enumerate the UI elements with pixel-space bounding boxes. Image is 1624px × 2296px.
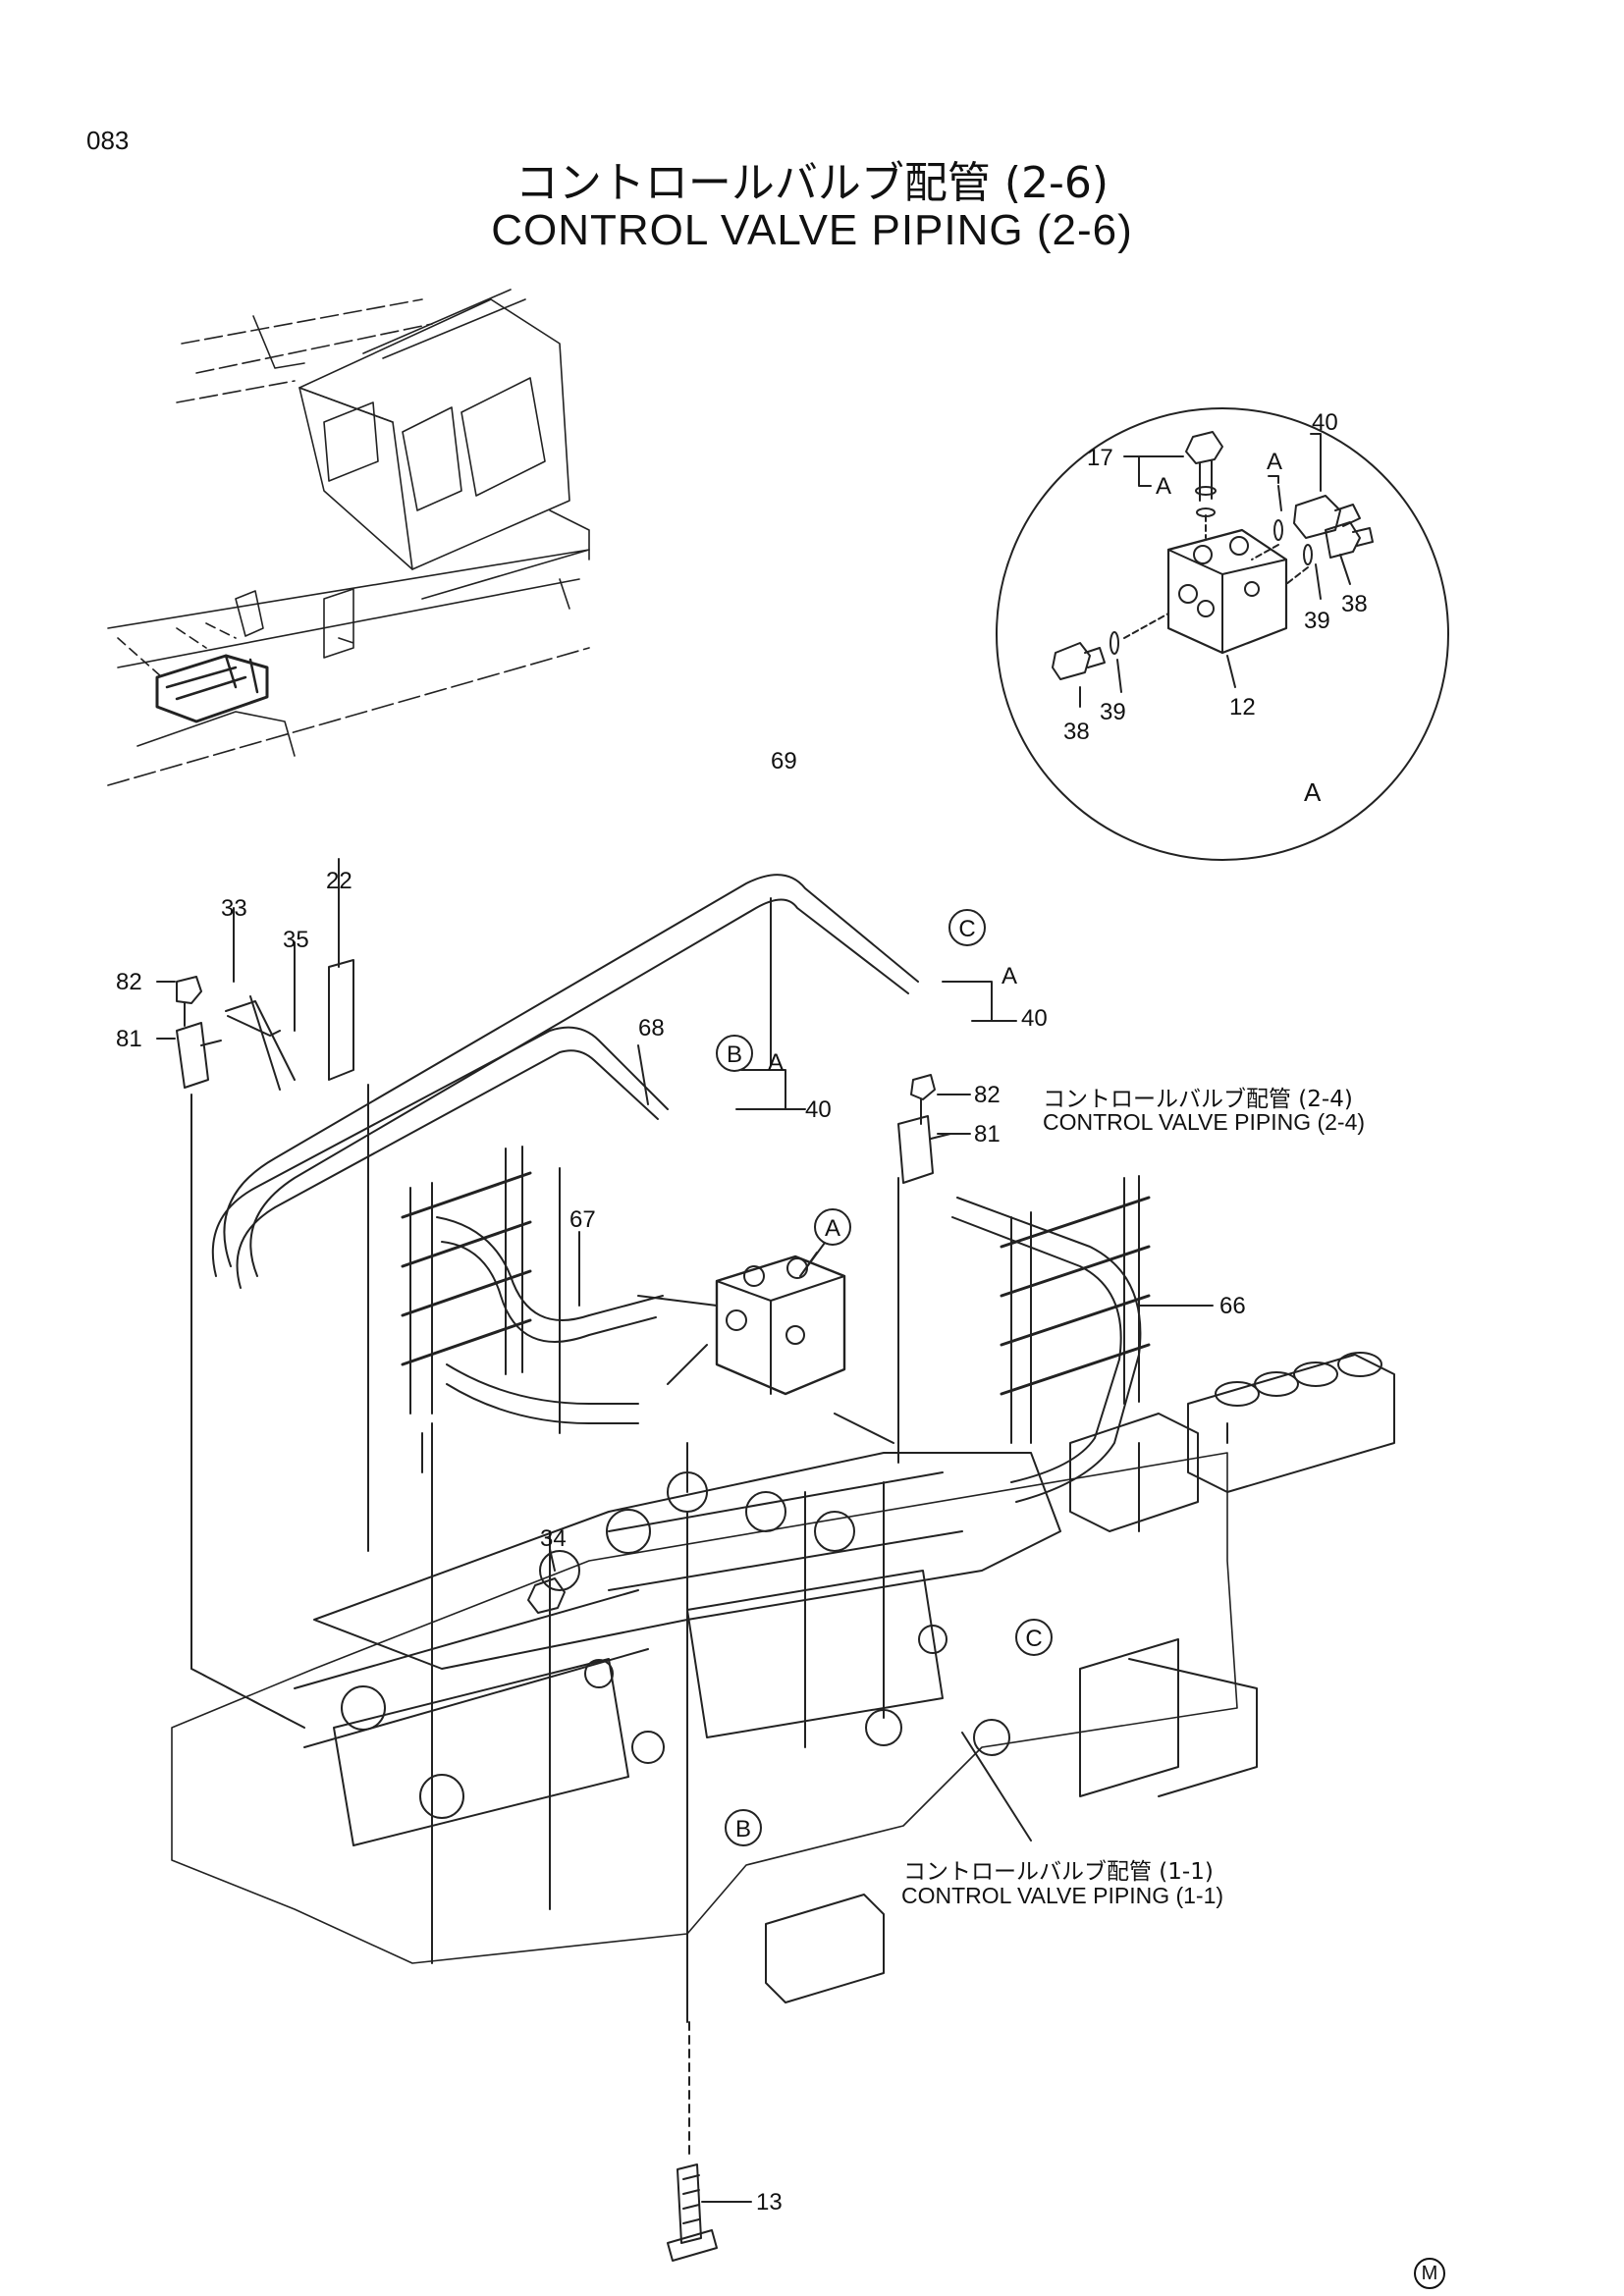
detail-callout-39-left: 39: [1100, 699, 1126, 725]
detail-callout-12: 12: [1229, 694, 1256, 721]
callout-35: 35: [283, 927, 309, 953]
reference-2-4-english: CONTROL VALVE PIPING (2-4): [1043, 1109, 1366, 1135]
callout-34: 34: [540, 1525, 567, 1552]
callout-a-lower: A: [768, 1049, 784, 1076]
reference-1-1-japanese: コントロールバルブ配管 (1-1): [903, 1859, 1214, 1885]
circle-label-c-upper: C: [958, 916, 975, 942]
callout-13: 13: [756, 2189, 783, 2216]
detail-callout-17: 17: [1087, 445, 1113, 471]
reference-2-4-japanese: コントロールバルブ配管 (2-4): [1043, 1087, 1353, 1112]
callout-66: 66: [1219, 1293, 1246, 1319]
circle-label-b-upper: B: [727, 1041, 742, 1068]
detail-callout-38-right: 38: [1341, 591, 1368, 617]
detail-callout-40: 40: [1312, 409, 1338, 436]
callout-40-lower: 40: [805, 1096, 832, 1123]
page-title-japanese: コントロールバルブ配管 (2-6): [514, 158, 1110, 208]
callout-40-upper: 40: [1021, 1005, 1048, 1032]
detail-callout-38-left: 38: [1063, 719, 1090, 745]
detail-callout-a-right: A: [1267, 449, 1282, 475]
callout-82-right: 82: [974, 1082, 1001, 1108]
circle-label-c-lower: C: [1025, 1626, 1042, 1652]
detail-view-a: [996, 407, 1449, 861]
callout-69: 69: [771, 748, 797, 774]
publisher-mark: M: [1414, 2258, 1445, 2289]
page-title-english: CONTROL VALVE PIPING (2-6): [491, 206, 1133, 254]
reference-1-1-english: CONTROL VALVE PIPING (1-1): [901, 1883, 1224, 1908]
detail-view-label: A: [1304, 777, 1322, 807]
page-number: 083: [86, 126, 130, 155]
piping-assembly: [156, 858, 1395, 2262]
circle-label-b-lower: B: [735, 1816, 751, 1842]
callout-33: 33: [221, 895, 247, 922]
callout-68: 68: [638, 1015, 665, 1041]
callout-a-upper: A: [1001, 963, 1017, 989]
callout-82-left: 82: [116, 969, 142, 995]
detail-callout-39-right: 39: [1304, 608, 1330, 634]
callout-67: 67: [569, 1206, 596, 1233]
callout-81-right: 81: [974, 1121, 1001, 1148]
callout-81-left: 81: [116, 1026, 142, 1052]
callout-22: 22: [326, 868, 352, 894]
circle-label-a-block: A: [825, 1215, 840, 1242]
detail-callout-a-left: A: [1156, 473, 1171, 500]
machine-overview-sketch: [107, 289, 590, 786]
